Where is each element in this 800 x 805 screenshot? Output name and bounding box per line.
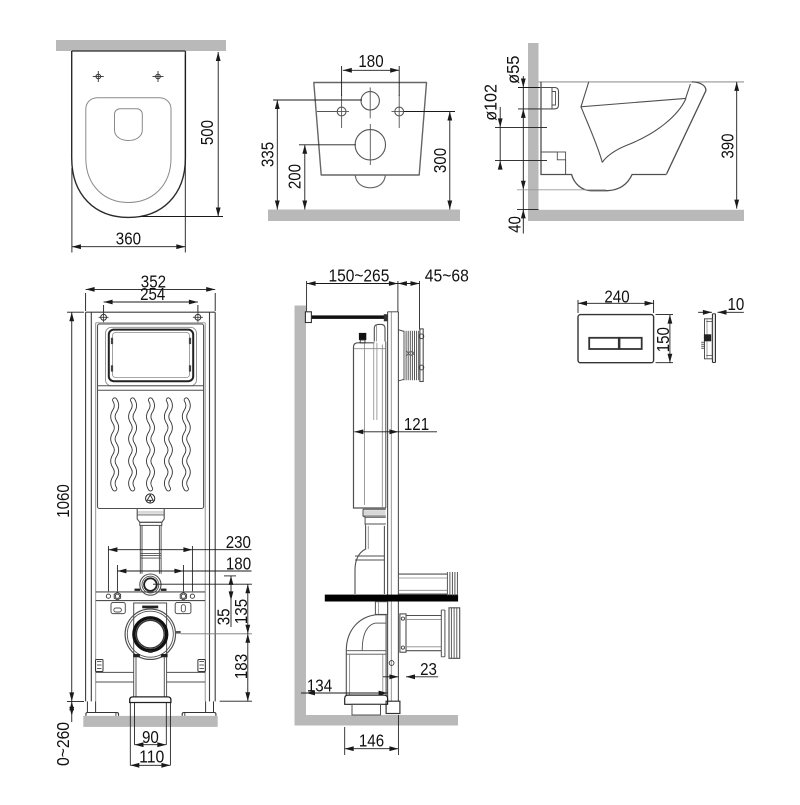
svg-text:200: 200 bbox=[284, 164, 304, 189]
svg-text:35: 35 bbox=[214, 609, 234, 626]
svg-text:300: 300 bbox=[430, 148, 450, 173]
svg-text:390: 390 bbox=[717, 133, 737, 158]
svg-text:150~265: 150~265 bbox=[328, 265, 389, 285]
svg-text:23: 23 bbox=[420, 659, 437, 679]
svg-text:335: 335 bbox=[257, 142, 277, 167]
svg-text:500: 500 bbox=[197, 120, 217, 145]
svg-text:146: 146 bbox=[359, 730, 384, 750]
svg-text:134: 134 bbox=[307, 675, 332, 695]
svg-text:360: 360 bbox=[116, 228, 141, 248]
svg-text:45~68: 45~68 bbox=[425, 265, 469, 285]
svg-text:180: 180 bbox=[358, 51, 383, 71]
svg-text:240: 240 bbox=[604, 287, 629, 307]
svg-text:40: 40 bbox=[505, 216, 525, 233]
svg-text:110: 110 bbox=[139, 746, 164, 766]
svg-text:1060: 1060 bbox=[53, 484, 73, 518]
svg-text:183: 183 bbox=[231, 654, 251, 679]
svg-text:180: 180 bbox=[226, 554, 251, 574]
svg-text:ø102: ø102 bbox=[480, 84, 500, 121]
svg-text:352: 352 bbox=[141, 272, 166, 292]
svg-text:0~260: 0~260 bbox=[53, 722, 73, 766]
svg-text:135: 135 bbox=[231, 599, 251, 624]
svg-text:230: 230 bbox=[226, 532, 251, 552]
svg-text:10: 10 bbox=[728, 294, 745, 314]
svg-text:90: 90 bbox=[142, 727, 159, 747]
svg-text:ø55: ø55 bbox=[503, 56, 523, 84]
svg-text:150: 150 bbox=[653, 327, 673, 352]
svg-text:121: 121 bbox=[404, 414, 429, 434]
svg-text:254: 254 bbox=[140, 284, 165, 304]
